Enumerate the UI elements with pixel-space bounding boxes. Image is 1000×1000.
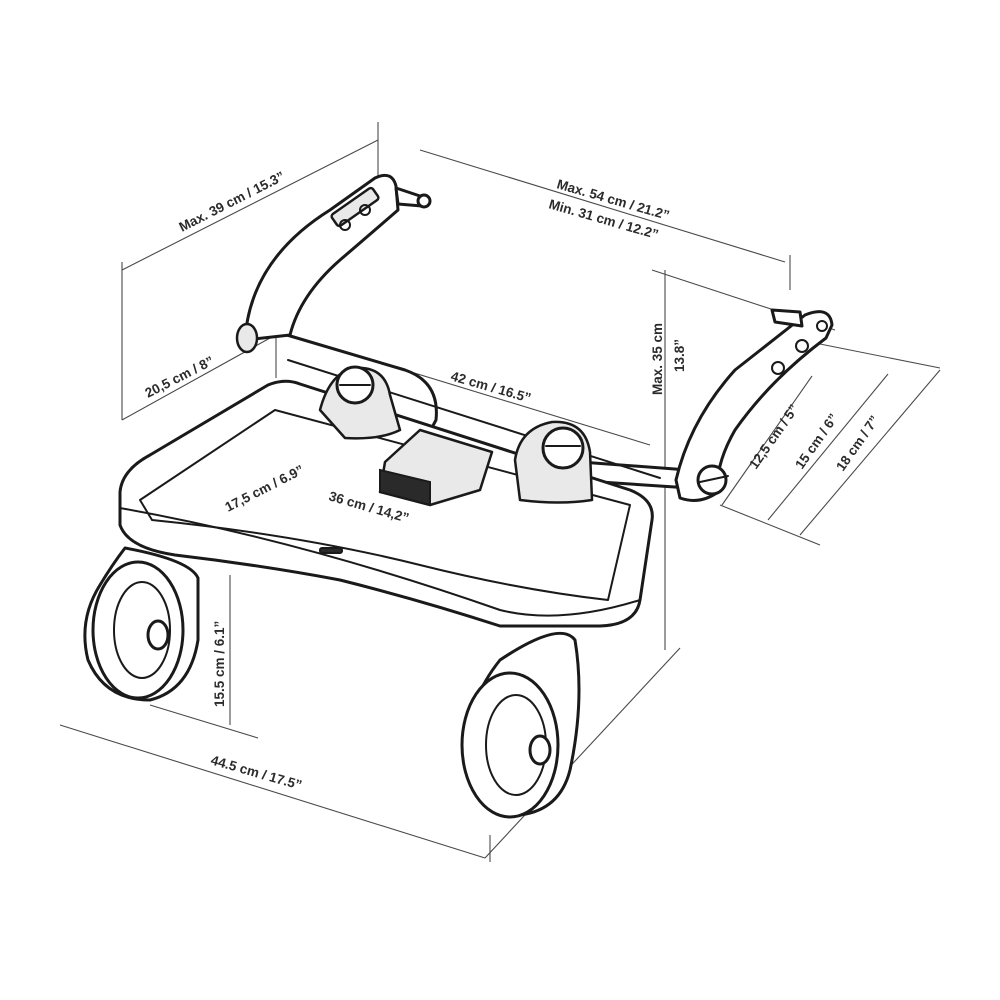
left-arm-holes [330, 186, 380, 228]
dim-line-44-5 [59, 724, 486, 859]
left-arm-pin-end [416, 193, 432, 209]
platform-logo-slot [319, 547, 343, 554]
arm-hole [339, 219, 351, 231]
dim-line-depth [484, 647, 681, 859]
dim-line-max-39 [121, 139, 379, 271]
arm-hole [771, 361, 785, 375]
clamp-right-knob [541, 426, 585, 470]
right-wheel [460, 671, 560, 819]
buggy-board-drawing [83, 173, 834, 819]
arm-hole [816, 320, 828, 332]
dim-line-18 [799, 369, 941, 536]
platform-rim [119, 507, 641, 617]
dim-line-12-5 [721, 375, 813, 506]
label-max-35: Max. 35 cm [650, 323, 665, 395]
left-arm [243, 173, 400, 342]
label-max-39: Max. 39 cm / 15.3” [177, 168, 287, 234]
knob-slot [699, 475, 729, 483]
platform [118, 379, 654, 628]
center-block-side [379, 468, 431, 507]
dim-line-max-54 [419, 149, 786, 263]
label-15: 15 cm / 6” [792, 411, 841, 472]
label-18: 18 cm / 7” [833, 413, 882, 474]
dim-tick [719, 504, 821, 546]
arm-hole [795, 339, 809, 353]
dim-tick [149, 704, 259, 739]
left-wheel-rim [113, 581, 171, 679]
right-arm-pin [770, 308, 804, 328]
arm-hole [359, 204, 371, 216]
dim-line-15 [767, 373, 889, 521]
right-wheel-hub [528, 734, 552, 766]
label-20-5: 20,5 cm / 8” [143, 353, 217, 400]
left-wheel [91, 560, 185, 700]
platform-deck [139, 409, 631, 601]
left-wheel-hub [146, 619, 170, 651]
left-arm-joint [235, 322, 259, 354]
dim-tick [799, 339, 941, 369]
label-13-8-in: 13.8” [672, 339, 687, 372]
label-15-5: 15.5 cm / 6.1” [212, 621, 227, 707]
